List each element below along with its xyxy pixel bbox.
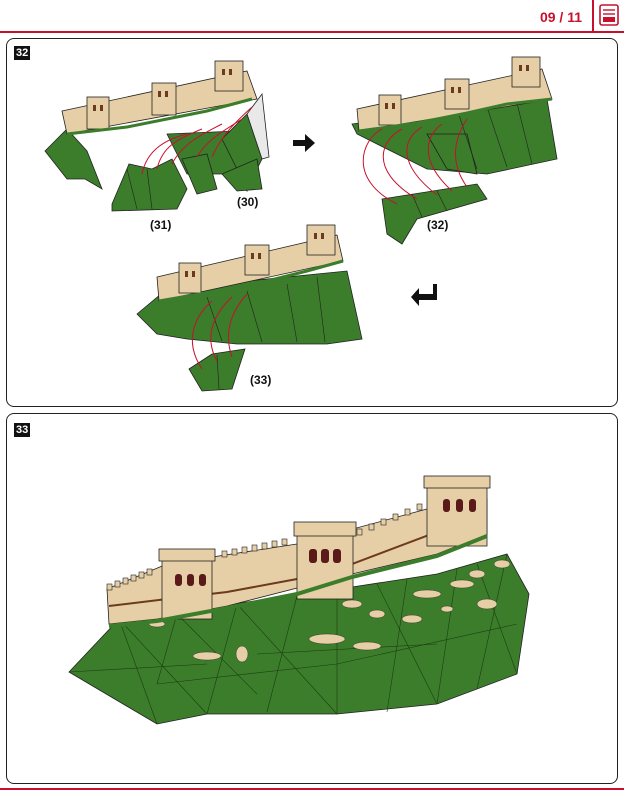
part-label: (32): [427, 218, 449, 232]
part-label: (33): [250, 373, 272, 387]
book-icon[interactable]: [598, 3, 620, 27]
step-32-panel: 32 (31) (30): [6, 38, 618, 407]
part-label: (30): [237, 195, 259, 209]
page-indicator: 09 / 11: [539, 9, 582, 25]
footer-rule: [0, 788, 624, 790]
header-divider: [592, 0, 594, 33]
finished-model-illustration: [68, 475, 530, 725]
assembly-diagram-bottom: [136, 224, 363, 392]
assembly-diagram-right: [351, 56, 558, 245]
step-number: 33: [14, 423, 31, 437]
step-33-panel: 33: [6, 413, 618, 784]
header-rule: [0, 31, 624, 33]
right-arrow-icon: [293, 134, 315, 152]
return-arrow-icon: [411, 284, 437, 306]
step-number: 32: [14, 46, 31, 60]
assembly-diagram-left: [44, 60, 270, 212]
part-label: (31): [150, 218, 172, 232]
